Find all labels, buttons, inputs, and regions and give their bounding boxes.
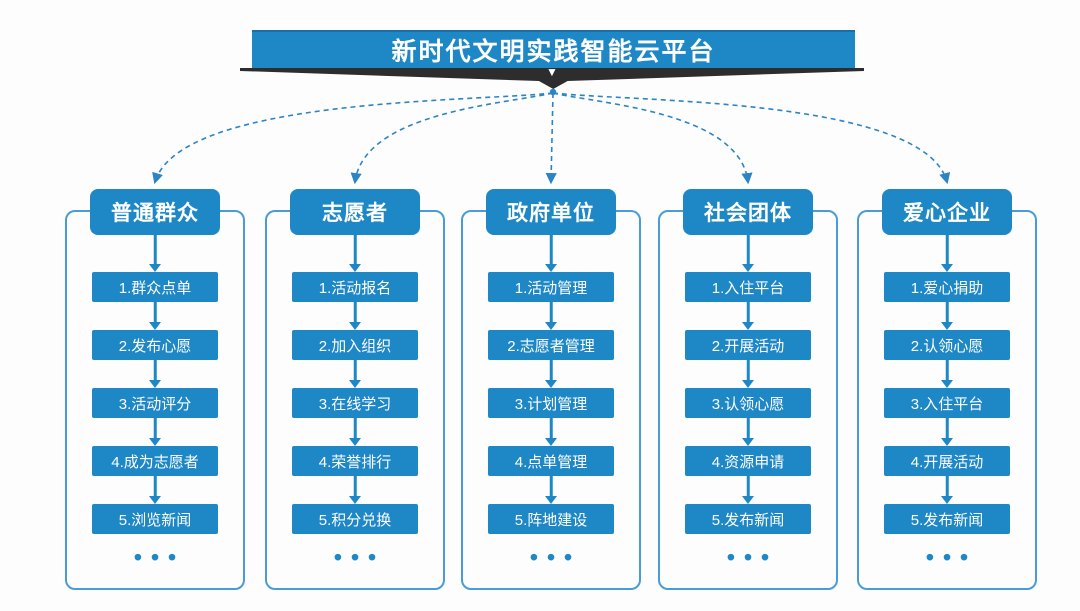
- role-header: 政府单位: [486, 189, 616, 235]
- flow-step: 4.点单管理: [488, 446, 614, 476]
- down-arrow-icon: [939, 476, 955, 504]
- flow-step: 2.认领心愿: [884, 330, 1010, 360]
- down-arrow-icon: [543, 302, 559, 330]
- chevron-down-icon: ▼: [546, 65, 558, 79]
- flow-step: 2.开展活动: [685, 330, 811, 360]
- down-arrow-icon: [347, 235, 363, 272]
- down-arrow-icon: [347, 302, 363, 330]
- down-arrow-icon: [347, 360, 363, 388]
- flow-step: 5.发布新闻: [884, 504, 1010, 534]
- role-header: 爱心企业: [882, 189, 1012, 235]
- flow-step: 3.活动评分: [92, 388, 218, 418]
- flow-step: 2.志愿者管理: [488, 330, 614, 360]
- dashed-arrow-to-col2: [350, 92, 554, 185]
- flow-step: 5.阵地建设: [488, 504, 614, 534]
- down-arrow-icon: [740, 302, 756, 330]
- flow-step: 1.活动报名: [292, 272, 418, 302]
- down-arrow-icon: [740, 235, 756, 272]
- down-arrow-icon: [147, 476, 163, 504]
- column-volunteer: 志愿者 1.活动报名 2.加入组织 3.在线学习 4.荣誉排行 5.积分兑换 •…: [265, 189, 445, 590]
- flow-step: 4.开展活动: [884, 446, 1010, 476]
- down-arrow-icon: [543, 360, 559, 388]
- flow-step: 3.入住平台: [884, 388, 1010, 418]
- role-header: 社会团体: [683, 189, 813, 235]
- flow-step: 1.爱心捐助: [884, 272, 1010, 302]
- flow-step: 1.群众点单: [92, 272, 218, 302]
- dashed-arrow-to-col3: [545, 92, 557, 185]
- flow-step: 2.发布心愿: [92, 330, 218, 360]
- flow-step: 3.在线学习: [292, 388, 418, 418]
- flow-step: 1.入住平台: [685, 272, 811, 302]
- flow-step: 4.资源申请: [685, 446, 811, 476]
- platform-title-banner: 新时代文明实践智能云平台: [252, 30, 855, 68]
- down-arrow-icon: [740, 360, 756, 388]
- down-arrow-icon: [939, 360, 955, 388]
- down-arrow-icon: [740, 418, 756, 446]
- platform-title: 新时代文明实践智能云平台: [391, 38, 716, 66]
- role-header: 普通群众: [90, 189, 220, 235]
- flow-step: 2.加入组织: [292, 330, 418, 360]
- dashed-arrow-to-col4: [552, 92, 753, 185]
- column-ordinary-public: 普通群众 1.群众点单 2.发布心愿 3.活动评分 4.成为志愿者 5.浏览新闻…: [65, 189, 245, 590]
- down-arrow-icon: [147, 360, 163, 388]
- down-arrow-icon: [543, 476, 559, 504]
- down-arrow-icon: [939, 418, 955, 446]
- flow-step: 5.积分兑换: [292, 504, 418, 534]
- down-arrow-icon: [147, 418, 163, 446]
- ellipsis-dots: •••: [133, 544, 186, 570]
- role-header: 志愿者: [290, 189, 420, 235]
- flow-step: 1.活动管理: [488, 272, 614, 302]
- flow-step: 4.荣誉排行: [292, 446, 418, 476]
- column-social-group: 社会团体 1.入住平台 2.开展活动 3.认领心愿 4.资源申请 5.发布新闻 …: [658, 189, 838, 590]
- flow-step: 5.发布新闻: [685, 504, 811, 534]
- connector-origin-dot: [549, 88, 557, 96]
- ellipsis-dots: •••: [726, 544, 779, 570]
- ellipsis-dots: •••: [529, 544, 582, 570]
- flow-step: 3.认领心愿: [685, 388, 811, 418]
- down-arrow-icon: [543, 235, 559, 272]
- column-government: 政府单位 1.活动管理 2.志愿者管理 3.计划管理 4.点单管理 5.阵地建设…: [461, 189, 641, 590]
- dashed-arrow-to-col1: [152, 92, 554, 185]
- down-arrow-icon: [147, 235, 163, 272]
- down-arrow-icon: [740, 476, 756, 504]
- down-arrow-icon: [147, 302, 163, 330]
- flow-step: 5.浏览新闻: [92, 504, 218, 534]
- flow-step: 3.计划管理: [488, 388, 614, 418]
- flow-step: 4.成为志愿者: [92, 446, 218, 476]
- down-arrow-icon: [347, 476, 363, 504]
- ellipsis-dots: •••: [333, 544, 386, 570]
- down-arrow-icon: [939, 235, 955, 272]
- down-arrow-icon: [543, 418, 559, 446]
- column-caring-enterprise: 爱心企业 1.爱心捐助 2.认领心愿 3.入住平台 4.开展活动 5.发布新闻 …: [857, 189, 1037, 590]
- down-arrow-icon: [347, 418, 363, 446]
- down-arrow-icon: [939, 302, 955, 330]
- dashed-arrow-to-col5: [552, 92, 951, 185]
- ellipsis-dots: •••: [925, 544, 978, 570]
